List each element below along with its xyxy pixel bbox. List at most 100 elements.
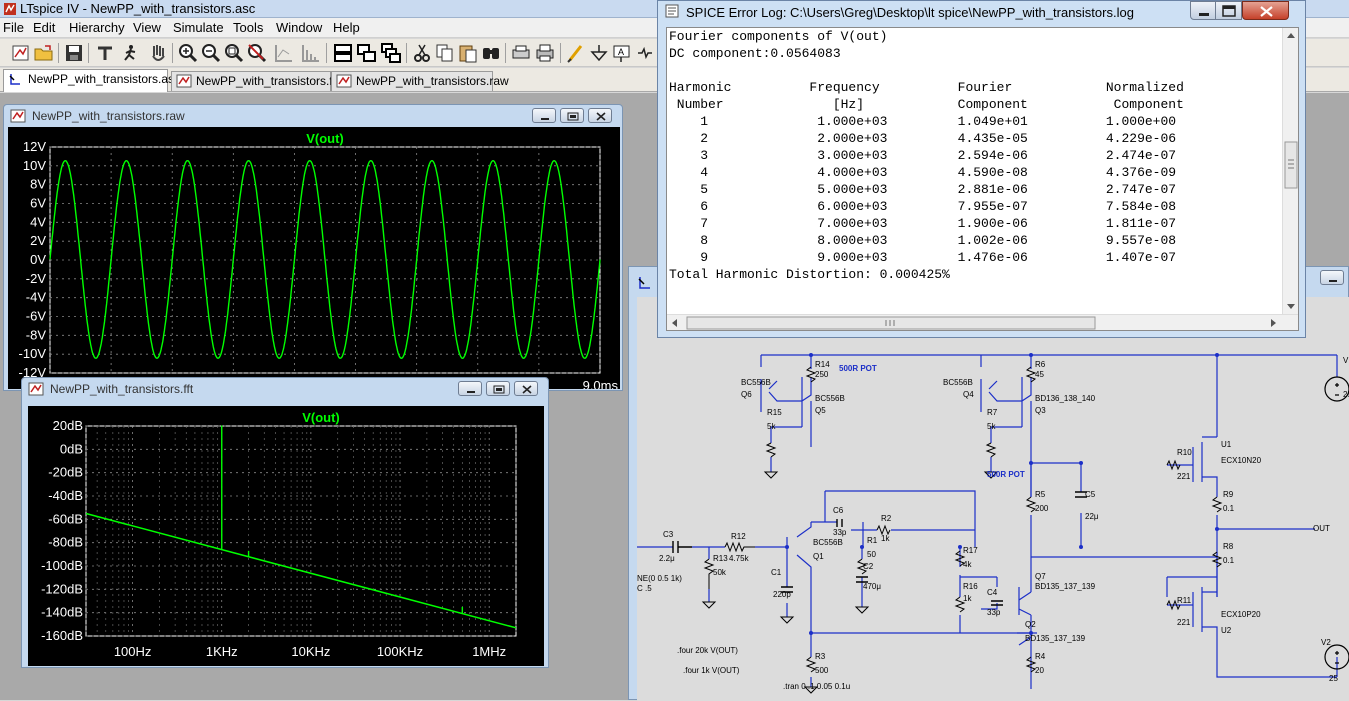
c5-name-label: C5 [1085,490,1096,499]
horizontal-scrollbar[interactable] [667,314,1298,330]
draw-wire-icon[interactable] [565,42,587,64]
label-icon[interactable]: A [611,42,633,64]
r13-value-label: 50k [713,568,727,577]
autorange-icon[interactable] [273,42,295,64]
print-setup-icon[interactable] [510,42,532,64]
q3-model-label: BD136_138_140 [1035,394,1096,403]
save-icon[interactable] [63,42,85,64]
zoom-out-icon[interactable] [200,42,222,64]
y-tick-label: -6V [26,309,47,324]
cascade-icon[interactable] [380,42,402,64]
print-icon[interactable] [534,42,556,64]
tile-horizontal-icon[interactable] [332,42,354,64]
zoom-full-icon[interactable] [223,42,245,64]
r8-value-label: 0.1 [1223,556,1235,565]
schematic-canvas[interactable]: BC556B Q6 R14 250 500R POT BC556B Q5 R15… [637,297,1349,701]
menu-view[interactable]: View [133,20,161,35]
control-panel-icon[interactable] [94,42,116,64]
halt-icon[interactable] [147,42,169,64]
tile-vertical-icon[interactable] [356,42,378,64]
schematic-drawing: BC556B Q6 R14 250 500R POT BC556B Q5 R15… [637,353,1349,694]
spice-error-log-window[interactable]: SPICE Error Log: C:\Users\Greg\Desktop\l… [657,0,1306,338]
vertical-scrollbar[interactable] [1282,28,1298,314]
v1-name-label: V [1343,356,1349,365]
menu-edit[interactable]: Edit [33,20,56,35]
menu-hierarchy[interactable]: Hierarchy [69,20,125,35]
component-icon[interactable] [634,42,656,64]
ground-icon[interactable] [588,42,610,64]
y-tick-label: -120dB [41,581,83,596]
schematic-doc-icon [9,74,20,85]
q4-model-label: BC556B [943,378,973,387]
find-icon[interactable] [480,42,502,64]
r3-name-label: R3 [815,652,826,661]
menu-help[interactable]: Help [333,20,360,35]
paste-icon[interactable] [457,42,479,64]
q6-model-label: BC556B [741,378,771,387]
minimize-button[interactable] [458,381,482,396]
log-line-header1: Harmonic Frequency Fourier Normalized [669,80,1184,95]
raw-window-titlebar[interactable]: NewPP_with_transistors.raw [4,105,622,127]
r6-value-label: 45 [1035,370,1044,379]
schematic-icon[interactable] [10,42,32,64]
menu-simulate[interactable]: Simulate [173,20,224,35]
menu-tools[interactable]: Tools [233,20,264,35]
r2-name-label: R2 [881,514,892,523]
q1-model-label: BC556B [813,538,843,547]
tab-asc[interactable]: NewPP_with_transistors.asc [3,69,180,92]
r7-value-label: 5k [987,422,996,431]
cut-icon[interactable] [411,42,433,64]
waveform-doc-icon [28,382,44,396]
log-row: 6 6.000e+03 7.955e-07 7.584e-08 [669,199,1177,214]
tab-raw[interactable]: NewPP_with_transistors.raw [331,71,509,91]
q2-name-label: Q2 [1025,620,1036,629]
minimize-button[interactable] [532,108,556,123]
v1-value-label: 25 [1343,390,1349,399]
close-button[interactable] [1242,1,1289,20]
error-log-text[interactable]: Fourier components of V(out) DC componen… [666,27,1299,331]
maximize-button[interactable] [1215,1,1242,20]
log-line-fourier-title: Fourier components of V(out) [669,29,888,44]
menu-window[interactable]: Window [276,20,323,35]
minimize-icon [541,118,549,120]
close-button[interactable] [514,381,538,396]
r3-value-label: 500 [815,666,829,675]
minimize-button[interactable] [1190,1,1216,20]
tab-raw-label: NewPP_with_transistors.raw [356,74,509,88]
zoom-in-icon[interactable] [177,42,199,64]
plot-frame [85,425,517,637]
run-icon[interactable] [120,42,142,64]
y-tick-label: -100dB [41,558,83,573]
log-row: 9 9.000e+03 1.476e-06 1.407e-07 [669,250,1177,265]
zoom-cancel-icon[interactable] [246,42,268,64]
raw-waveform-chart: 12V10V8V6V4V2V0V-2V-4V-6V-8V-10V-12V9.0m… [19,131,619,389]
c6-name-label: C6 [833,506,844,515]
restore-button[interactable] [486,381,510,396]
r5-name-label: R5 [1035,490,1046,499]
r7-name-label: R7 [987,408,998,417]
log-row: 4 4.000e+03 4.590e-08 4.376e-09 [669,165,1177,180]
open-icon[interactable] [33,42,55,64]
schematic-wires [637,354,1338,689]
v2-name-label: V2 [1321,638,1331,647]
copy-icon[interactable] [434,42,456,64]
c6-value-label: 33p [833,528,847,537]
fft-window-titlebar[interactable]: NewPP_with_transistors.fft [22,378,548,400]
pot2-label: 500R POT [987,470,1025,479]
r6-name-label: R6 [1035,360,1046,369]
menu-file[interactable]: File [3,20,24,35]
schematic-grounds [701,471,999,694]
tab-fft[interactable]: NewPP_with_transistors.fft [171,71,339,91]
r4-value-label: 20 [1035,666,1044,675]
minimize-button[interactable] [1320,270,1344,285]
close-button[interactable] [588,108,612,123]
restore-button[interactable] [560,108,584,123]
restore-icon [567,112,579,121]
fft-icon[interactable] [300,42,322,64]
vertical-scrollbar-parts [1284,33,1298,309]
q4-name-label: Q4 [963,390,974,399]
